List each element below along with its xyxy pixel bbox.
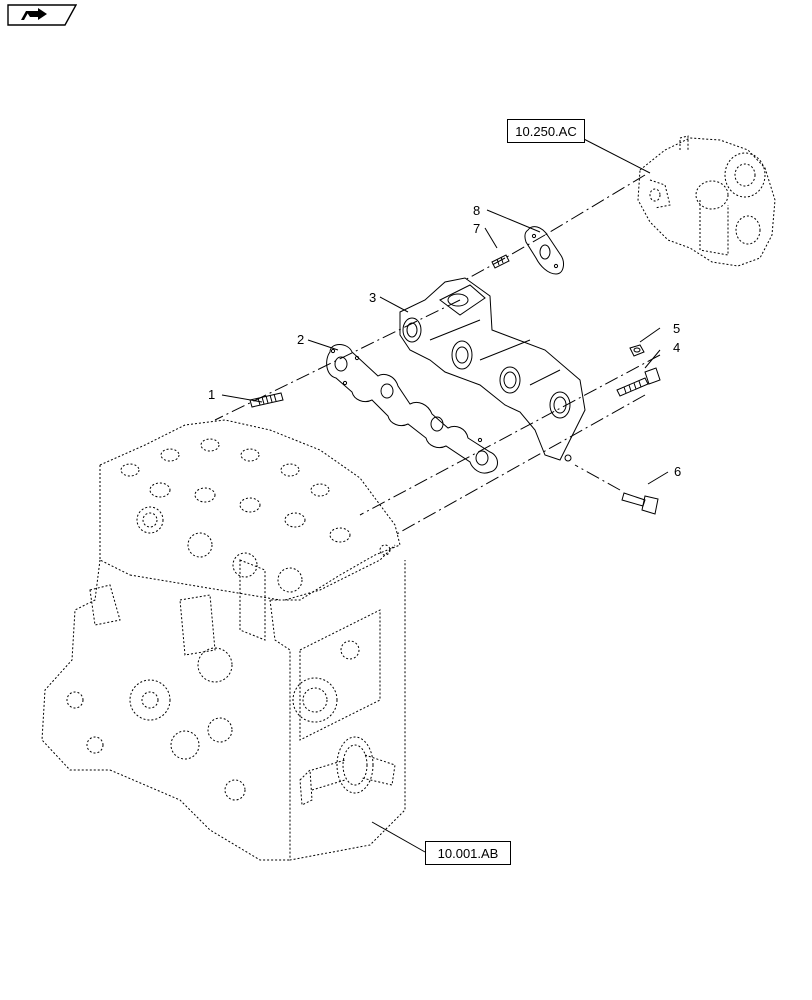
callout-4: 4	[673, 340, 681, 355]
turbocharger	[637, 135, 776, 267]
callout-6: 6	[674, 464, 682, 479]
callout-1: 1	[208, 387, 216, 402]
turbo-ref-leader	[577, 135, 651, 174]
bolt-lower	[621, 492, 659, 515]
callout-5: 5	[673, 321, 681, 336]
callout-8: 8	[473, 203, 481, 218]
next-page-arrow-icon[interactable]	[7, 4, 77, 26]
engine-block-reference-box[interactable]: 10.001.AB	[425, 841, 511, 865]
manifold	[399, 277, 586, 462]
engine-ref-leader	[371, 821, 426, 853]
turbo-stud	[491, 254, 510, 269]
callout-7: 7	[473, 221, 481, 236]
gasket	[326, 344, 498, 474]
turbocharger-reference-box[interactable]: 10.250.AC	[507, 119, 585, 143]
washer	[629, 344, 645, 357]
centerlines	[214, 174, 661, 536]
engine-block	[41, 419, 406, 861]
turbo-gasket	[524, 226, 564, 275]
stud	[249, 392, 284, 408]
bolt	[616, 367, 661, 397]
callout-3: 3	[369, 290, 377, 305]
callout-2: 2	[297, 332, 305, 347]
